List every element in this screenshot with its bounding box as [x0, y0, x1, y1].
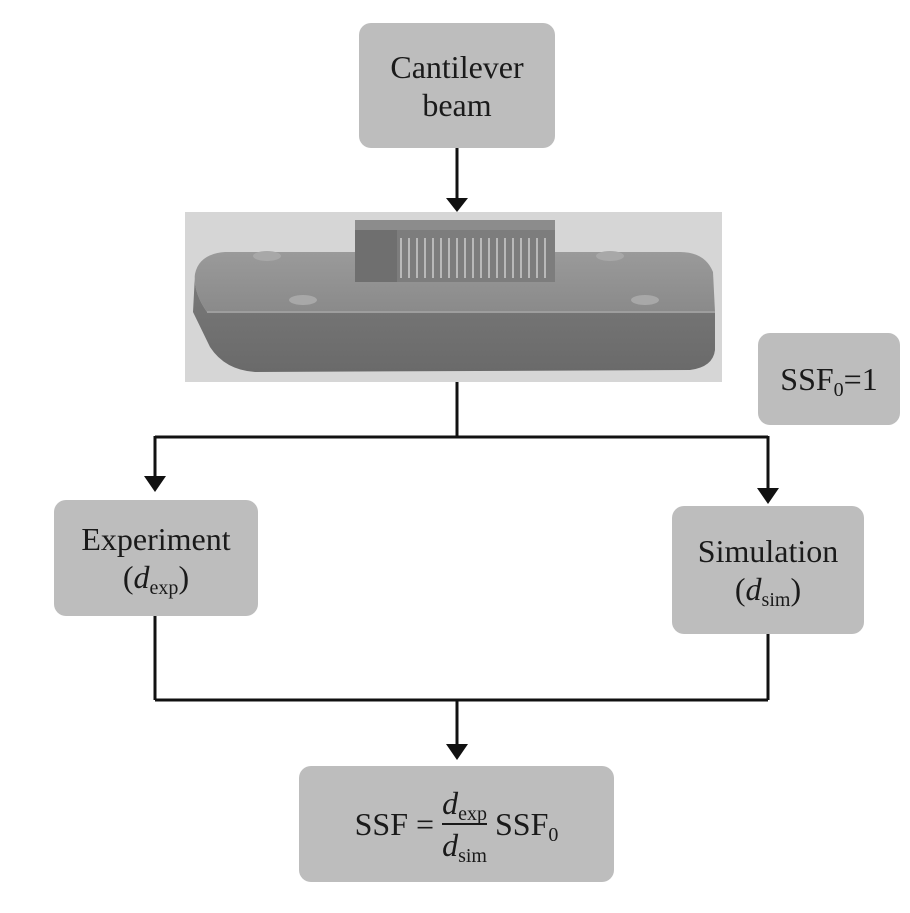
cantilever-beam-box: Cantilever beam: [359, 23, 555, 148]
formula-rhs: SSF0: [494, 806, 559, 846]
cantilever-model-image: [185, 212, 722, 382]
simulation-title: Simulation: [697, 533, 839, 569]
formula-denominator: dsim: [442, 827, 487, 867]
experiment-box: Experiment (dexp): [54, 500, 258, 616]
formula-numerator: dexp: [442, 785, 487, 825]
experiment-title: Experiment: [81, 521, 231, 557]
ssf-formula: SSF = dexp dsim SSF0: [354, 784, 559, 867]
ssf0-initial-text: SSF0=1: [780, 361, 878, 401]
ssf-formula-box: SSF = dexp dsim SSF0: [299, 766, 614, 882]
experiment-variable: (dexp): [122, 559, 190, 599]
ssf0-initial-box: SSF0=1: [758, 333, 900, 425]
simulation-variable: (dsim): [734, 571, 802, 611]
cantilever-beam-line2: beam: [422, 86, 492, 123]
fraction-bar: [442, 823, 487, 825]
formula-lhs: SSF =: [354, 806, 435, 842]
formula-fraction: dexp dsim: [442, 784, 487, 867]
cantilever-beam-line1: Cantilever: [390, 48, 524, 85]
simulation-box: Simulation (dsim): [672, 506, 864, 634]
cantilever-model-drawing: [193, 220, 715, 372]
